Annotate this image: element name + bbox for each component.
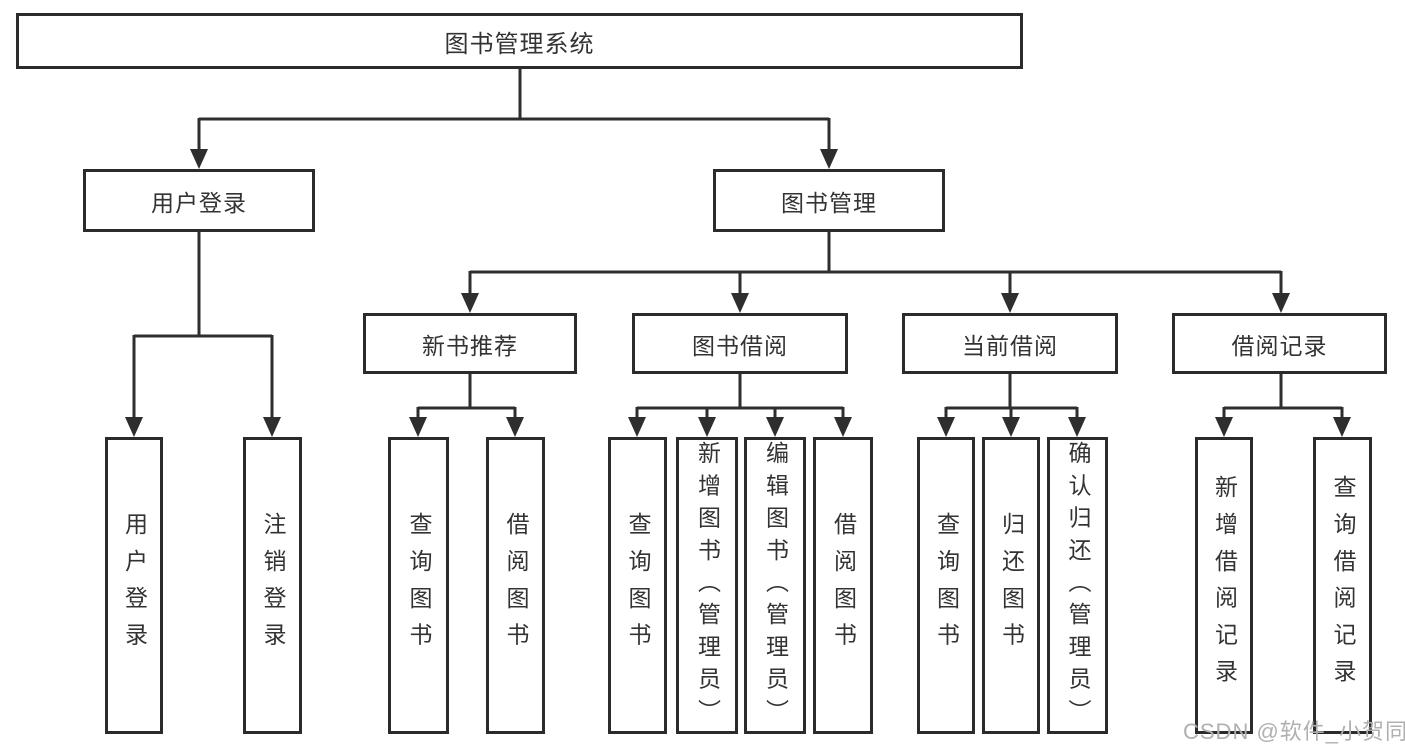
node-user-login-group: 用户登录 xyxy=(83,169,315,232)
node-book-borrowing: 图书借阅 xyxy=(632,313,848,374)
node-book-borrowing-label: 图书借阅 xyxy=(692,332,788,359)
node-leaf-borrowing-borrow-books-label: 借阅图书 xyxy=(830,511,857,660)
node-leaf-return-books-label: 归还图书 xyxy=(998,511,1025,660)
node-borrow-records-label: 借阅记录 xyxy=(1231,332,1328,359)
node-leaf-logout-label: 注销登录 xyxy=(260,511,286,660)
node-leaf-borrowing-query-books: 查询图书 xyxy=(608,437,667,734)
node-new-book-recommend-label: 新书推荐 xyxy=(422,332,518,359)
node-new-book-recommend: 新书推荐 xyxy=(363,313,577,374)
node-leaf-recommend-borrow-books: 借阅图书 xyxy=(486,437,545,734)
node-leaf-confirm-return-admin-label: 确认归还（管理员） xyxy=(1065,440,1091,731)
node-leaf-edit-book-admin: 编辑图书（管理员） xyxy=(744,437,806,734)
node-leaf-recommend-query-books-label: 查询图书 xyxy=(406,511,432,660)
connector-new-book-recommend-children xyxy=(409,374,524,437)
node-borrow-records: 借阅记录 xyxy=(1172,313,1387,374)
connector-borrow-records-children xyxy=(1215,374,1351,437)
node-root: 图书管理系统 xyxy=(16,13,1023,69)
node-current-borrowing: 当前借阅 xyxy=(902,313,1118,374)
node-leaf-borrowing-query-books-label: 查询图书 xyxy=(625,511,651,660)
node-leaf-add-book-admin: 新增图书（管理员） xyxy=(676,437,738,734)
node-leaf-current-query-books-label: 查询图书 xyxy=(933,511,960,660)
csdn-watermark: CSDN @软件_小贺同学 xyxy=(1183,719,1405,744)
node-leaf-add-borrow-record: 新增借阅记录 xyxy=(1195,437,1253,734)
connector-user-login-children xyxy=(125,232,281,437)
node-leaf-user-login-label: 用户登录 xyxy=(121,511,148,660)
node-current-borrowing-label: 当前借阅 xyxy=(962,332,1058,359)
node-root-label: 图书管理系统 xyxy=(444,30,595,58)
node-leaf-query-borrow-record: 查询借阅记录 xyxy=(1313,437,1372,734)
node-leaf-add-borrow-record-label: 新增借阅记录 xyxy=(1211,475,1238,696)
connector-book-borrowing-children xyxy=(628,374,852,437)
node-leaf-user-login: 用户登录 xyxy=(105,437,163,734)
node-leaf-current-query-books: 查询图书 xyxy=(917,437,975,734)
node-leaf-add-book-admin-label: 新增图书（管理员） xyxy=(694,440,721,731)
node-leaf-edit-book-admin-label: 编辑图书（管理员） xyxy=(762,440,789,731)
node-leaf-confirm-return-admin: 确认归还（管理员） xyxy=(1047,437,1108,734)
connector-root-to-level2 xyxy=(190,68,838,169)
node-leaf-logout: 注销登录 xyxy=(243,437,302,734)
connector-current-borrowing-children xyxy=(937,374,1086,437)
node-leaf-recommend-query-books: 查询图书 xyxy=(388,437,449,734)
node-leaf-recommend-borrow-books-label: 借阅图书 xyxy=(503,511,529,660)
node-leaf-borrowing-borrow-books: 借阅图书 xyxy=(813,437,873,734)
node-leaf-return-books: 归还图书 xyxy=(982,437,1040,734)
connector-book-management-children xyxy=(461,232,1290,313)
node-book-management: 图书管理 xyxy=(713,169,945,232)
node-book-management-label: 图书管理 xyxy=(781,189,877,216)
node-leaf-query-borrow-record-label: 查询借阅记录 xyxy=(1330,475,1356,696)
node-user-login-group-label: 用户登录 xyxy=(151,189,247,216)
